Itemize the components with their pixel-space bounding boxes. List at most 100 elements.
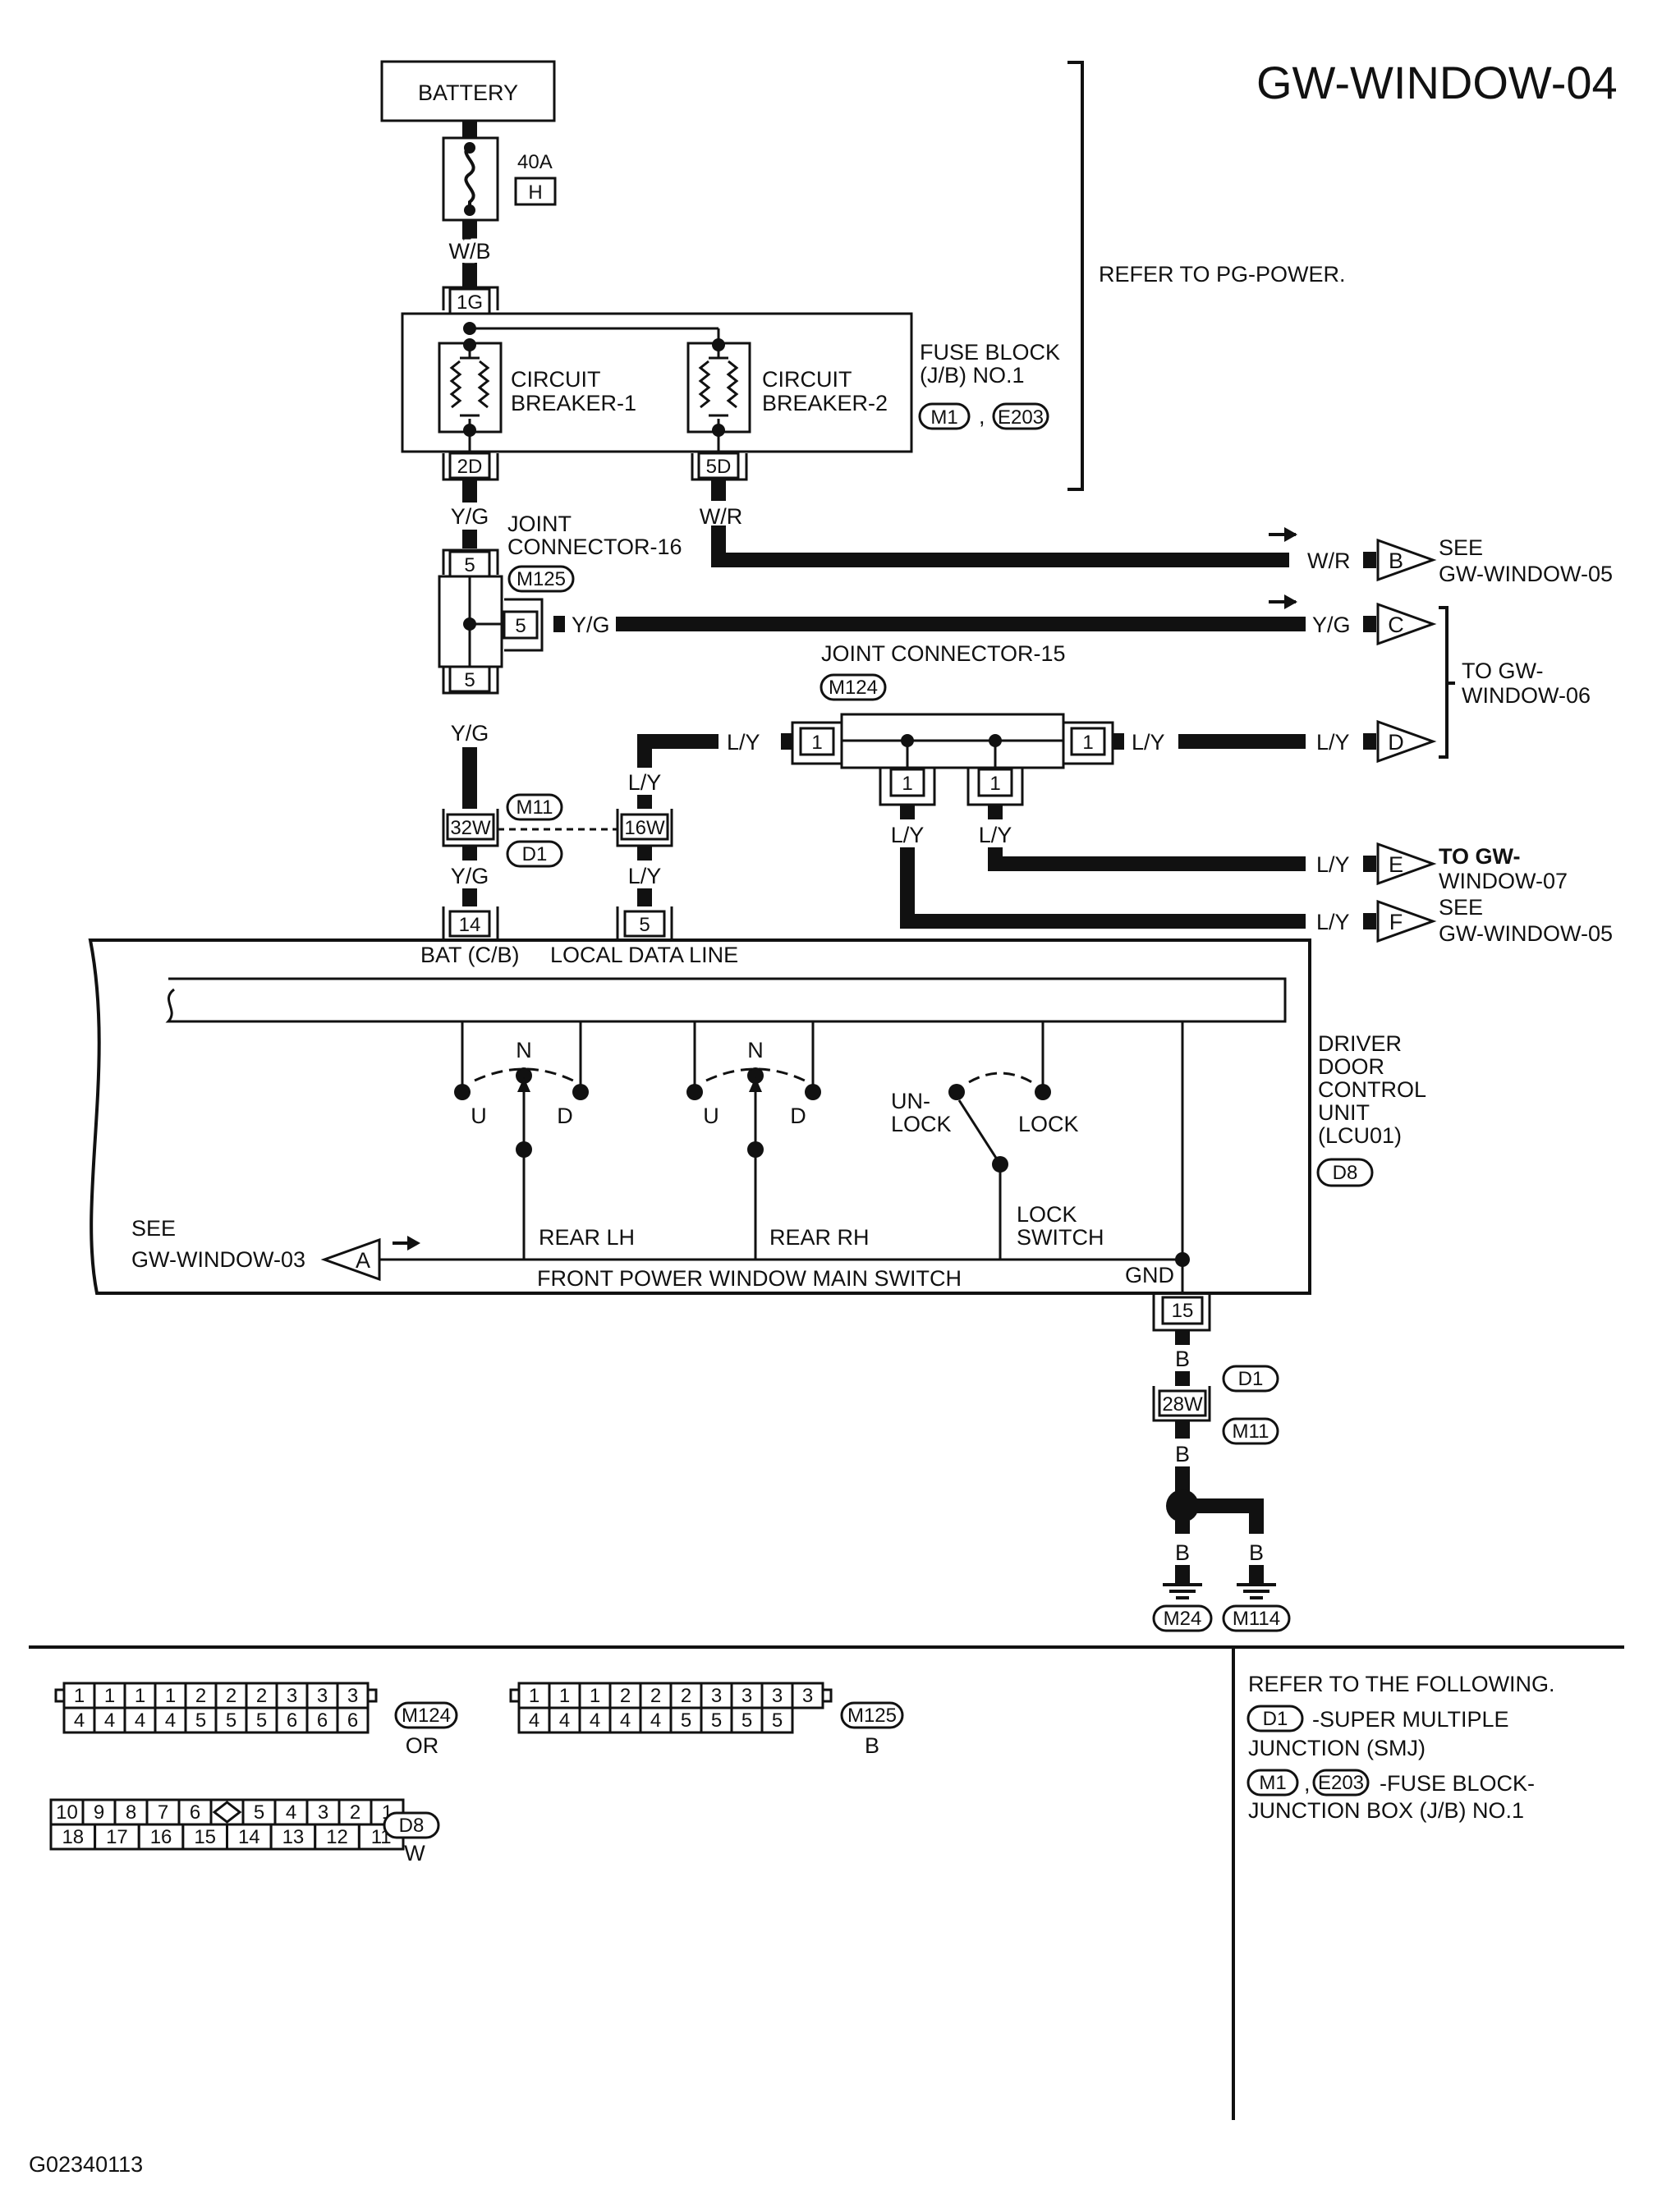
d8-color: W [404,1841,425,1866]
pin-number: 4 [529,1709,539,1732]
pin-number: 1 [559,1685,570,1707]
pin-cell [669,1706,703,1734]
wire-color-b-1: B [1175,1347,1190,1371]
rear-lh-n: N [516,1038,532,1062]
pin-number: 5 [254,1801,264,1824]
offpage-c: C [1376,602,1437,646]
pin-number: 18 [62,1826,84,1848]
legend-sep: , [1304,1771,1311,1796]
pin-number: 9 [94,1801,104,1824]
rear-rh-d: D [790,1104,806,1128]
smj-conn-m11: M11 [517,796,553,819]
m125-color: B [865,1733,879,1758]
terminal-5d: 5D [706,456,732,478]
offpage-a-ref-1: SEE [131,1216,176,1241]
offpage-a-letter: A [356,1248,370,1273]
pin-cell [184,1706,218,1734]
wire-color-wr-end: W/R [1307,548,1350,573]
smj-pin-28w: 28W [1162,1393,1203,1416]
fuse-block-label-2: (J/B) NO.1 [920,363,1025,388]
d8-id: D8 [399,1815,425,1837]
pin-cell [305,1706,339,1734]
wire-color-ly-2: L/Y [1132,730,1165,755]
unit-bat-label: BAT (C/B) [420,943,520,967]
offpage-d-ref-2: WINDOW-06 [1462,683,1591,708]
offpage-d: D [1376,719,1437,764]
cb1-label-2: BREAKER-1 [511,391,636,415]
legend-m1: M1 [1259,1772,1286,1794]
lock-switch-label-1: LOCK [1017,1202,1077,1227]
wire-color-b-2: B [1175,1442,1190,1466]
pin-number: 5 [195,1709,206,1732]
ground-symbol-1 [1163,1565,1202,1599]
pin-cell [94,1823,140,1851]
j15-pin-b2: 1 [989,773,1000,795]
wire-color-ly-8: L/Y [1316,910,1350,934]
pin-number: 13 [282,1826,305,1848]
m125-id: M125 [847,1705,897,1727]
key-mark [212,1801,242,1824]
pin-number: 4 [74,1709,85,1732]
driver-door-control-unit: BAT (C/B) LOCAL DATA LINE DRIVER DOOR CO… [88,938,1426,1295]
pin-number: 17 [106,1826,128,1848]
offpage-a: A SEE GW-WINDOW-03 [131,1216,420,1282]
wire-color-ly-9: L/Y [628,864,662,888]
ground-conn-m24: M24 [1164,1608,1202,1630]
wire-color-yg-3: Y/G [1312,613,1351,637]
pin-number: 4 [286,1801,296,1824]
wire-color-ly-6: L/Y [979,823,1012,847]
figure-id: G02340113 [29,2152,143,2177]
cb2-label-2: BREAKER-2 [762,391,888,415]
pin-cell [608,1706,642,1734]
pin-cell [700,1706,733,1734]
legend-m1-desc-2: JUNCTION BOX (J/B) NO.1 [1248,1798,1524,1823]
joint15-label: JOINT CONNECTOR-15 [821,641,1066,666]
pin-number: 5 [711,1709,722,1732]
gnd-conn-d1: D1 [1238,1368,1264,1390]
pin-cell [214,1706,248,1734]
pin-number: 3 [772,1685,783,1707]
page-title: GW-WINDOW-04 [1256,57,1618,108]
j15-pin-right: 1 [1082,732,1093,754]
wire-color-b-4: B [1249,1540,1264,1565]
terminal-1g: 1G [457,291,483,314]
pin-cell [730,1682,764,1709]
j15-pin-b1: 1 [902,773,912,795]
pin-number: 2 [650,1685,661,1707]
pin-number: 4 [135,1709,145,1732]
pin-number: 5 [226,1709,236,1732]
pin-number: 3 [317,1685,328,1707]
j16-pin-top: 5 [464,554,475,576]
pin-number: 1 [104,1685,115,1707]
rear-rh-switch: N U D REAR RH [686,1021,870,1260]
j16-pin-side: 5 [515,615,526,637]
terminal-2d: 2D [457,456,483,478]
pin-number: 3 [802,1685,813,1707]
unit-pin-14: 14 [459,914,481,936]
pin-number: 3 [287,1685,297,1707]
fusible-link-letter: H [528,181,542,204]
pin-number: 12 [326,1826,348,1848]
rear-lh-switch: N U D REAR LH [454,1021,635,1260]
pin-number: 15 [194,1826,216,1848]
offpage-e-letter: E [1389,852,1403,877]
pin-cell [145,1798,181,1826]
pin-cell [314,1823,360,1851]
pin-number: 5 [772,1709,783,1732]
offpage-f: F SEE GW-WINDOW-05 [1376,895,1613,946]
fuse-block-conn-m1: M1 [930,406,957,429]
joint16-label-2: CONNECTOR-16 [507,535,682,559]
unit-pin-5: 5 [639,914,650,936]
offpage-d-letter: D [1388,730,1404,755]
offpage-c-letter: C [1388,613,1404,637]
pin-cell [62,1682,96,1709]
pin-cell [93,1706,126,1734]
ground-symbol-2 [1237,1565,1276,1599]
pin-number: 1 [590,1685,600,1707]
unit-name-4: UNIT [1318,1100,1370,1125]
offpage-d-ref-1: TO GW- [1462,659,1544,683]
wire-color-yg-1: Y/G [451,504,489,529]
wire-color-wb: W/B [449,239,491,264]
rear-rh-u: U [703,1104,719,1128]
